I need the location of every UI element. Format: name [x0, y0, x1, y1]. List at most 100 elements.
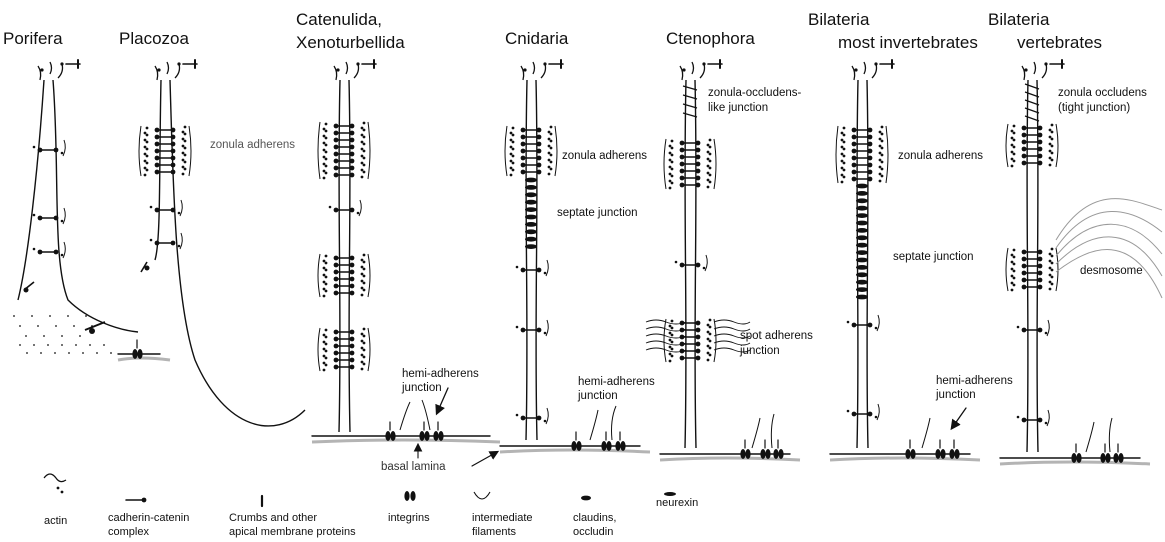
- actin-dot: [363, 157, 366, 160]
- actin-dot: [512, 141, 515, 144]
- actin-dot: [363, 171, 366, 174]
- actin-dot: [325, 255, 328, 258]
- actin-dot: [323, 142, 326, 145]
- actin-dot: [669, 166, 672, 169]
- actin-dot: [709, 181, 712, 184]
- septate-rung: [856, 295, 868, 300]
- actin-dot: [182, 166, 185, 169]
- header-most-invertebrates: most invertebrates: [838, 33, 978, 52]
- cadherin-head: [171, 135, 176, 140]
- cell-membrane-right: [536, 80, 537, 440]
- cadherin-head: [521, 149, 526, 154]
- cadherin-head: [1022, 418, 1027, 423]
- cadherin-head: [350, 131, 355, 136]
- cadherin-head: [696, 335, 701, 340]
- actin-dot: [1013, 263, 1016, 266]
- desmosome-filament: [1056, 211, 1162, 248]
- actin-dot: [707, 151, 710, 154]
- cadherin-head: [696, 328, 701, 333]
- basal-lamina: [312, 440, 500, 442]
- actin-bracket: [1006, 248, 1008, 291]
- cadherin-head: [680, 169, 685, 174]
- legend-claudin-symbol: [581, 496, 591, 501]
- actin-dot: [879, 145, 882, 148]
- actin-dot: [1013, 277, 1016, 280]
- actin-strand: [546, 260, 548, 276]
- septate-rung: [856, 280, 868, 285]
- actin-dot: [881, 126, 884, 129]
- cadherin-head: [852, 323, 857, 328]
- actin-dot: [510, 132, 513, 135]
- actin-dot: [1051, 131, 1054, 134]
- actin-dot: [516, 326, 519, 329]
- actin-dot: [709, 319, 712, 322]
- actin-bracket: [318, 122, 320, 179]
- intermediate-filament: [1086, 422, 1094, 452]
- cadherin-head: [1038, 285, 1043, 290]
- cadherin-head: [696, 148, 701, 153]
- cadherin-head: [350, 284, 355, 289]
- actin-bracket: [318, 254, 320, 297]
- actin-dot: [1051, 124, 1054, 127]
- cadherin-head: [334, 256, 339, 261]
- cadherin-head: [1022, 264, 1027, 269]
- actin-dot: [707, 338, 710, 341]
- actin-dot: [550, 133, 553, 136]
- microvillus: [692, 62, 694, 74]
- cadherin-head: [1038, 161, 1043, 166]
- integrin: [615, 441, 620, 451]
- actin-dot: [709, 354, 712, 357]
- legend-label-integrins: integrins: [388, 512, 430, 525]
- actin-dot: [707, 172, 710, 175]
- microvillus: [864, 62, 866, 74]
- cadherin-head: [852, 128, 857, 133]
- cadherin-head: [696, 155, 701, 160]
- apical-protein: [177, 62, 180, 65]
- actin-dot: [325, 262, 328, 265]
- actin-dot: [1011, 137, 1014, 140]
- actin-dot: [363, 349, 366, 352]
- actin-dot: [512, 127, 515, 130]
- label-like-junction: like junction: [708, 102, 768, 115]
- actin-dot: [843, 141, 846, 144]
- cadherin-head: [680, 183, 685, 188]
- actin-dot: [182, 145, 185, 148]
- actin-dot: [669, 332, 672, 335]
- actin-bracket: [368, 254, 370, 297]
- actin-dot: [182, 159, 185, 162]
- cadherin-head: [350, 263, 355, 268]
- actin-dot: [146, 155, 149, 158]
- cadherin-head: [171, 156, 176, 161]
- legend-integrin-symbol: [404, 491, 409, 501]
- cadherin-head: [155, 156, 160, 161]
- actin-dot: [33, 214, 36, 217]
- actin-dot: [1049, 129, 1052, 132]
- header-catenulida: Catenulida,: [296, 10, 382, 29]
- actin-dot: [548, 173, 551, 176]
- cadherin-head: [1038, 154, 1043, 159]
- cadherin-head: [350, 270, 355, 275]
- actin-dot: [1049, 136, 1052, 139]
- cadherin-head: [696, 342, 701, 347]
- actin-strand: [1047, 410, 1049, 426]
- cadherin-head: [852, 156, 857, 161]
- integrin: [1100, 453, 1105, 463]
- actin-dot: [61, 152, 64, 155]
- actin-dot: [671, 182, 674, 185]
- integrin: [1118, 453, 1123, 463]
- actin-dot: [671, 175, 674, 178]
- cadherin-head: [38, 216, 43, 221]
- actin-dot: [510, 139, 513, 142]
- microvillus: [155, 66, 158, 80]
- label-junction-catenulida: junction: [402, 382, 442, 395]
- cadherin-head: [1022, 250, 1027, 255]
- actin-dot: [184, 133, 187, 136]
- actin-dot: [363, 150, 366, 153]
- cadherin-head: [334, 138, 339, 143]
- actin-bracket: [1056, 124, 1058, 167]
- label-basal-lamina: basal lamina: [381, 461, 446, 474]
- actin-dot: [325, 336, 328, 339]
- annotation-drawings: [13, 199, 1162, 466]
- cadherin-head: [521, 135, 526, 140]
